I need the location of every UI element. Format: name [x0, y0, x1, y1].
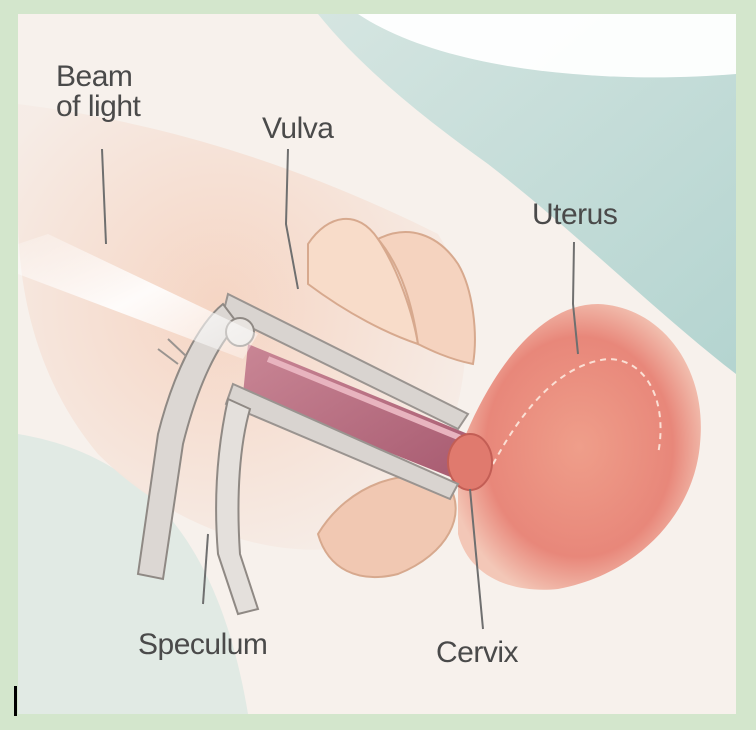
label-cervix: Cervix	[436, 638, 518, 668]
diagram-panel: Beam of light Vulva Uterus Speculum Cerv…	[18, 14, 736, 714]
label-beam-of-light: Beam of light	[56, 62, 140, 122]
black-marker	[14, 686, 17, 716]
label-speculum: Speculum	[138, 630, 267, 660]
label-vulva: Vulva	[262, 114, 333, 144]
label-uterus: Uterus	[532, 200, 617, 230]
